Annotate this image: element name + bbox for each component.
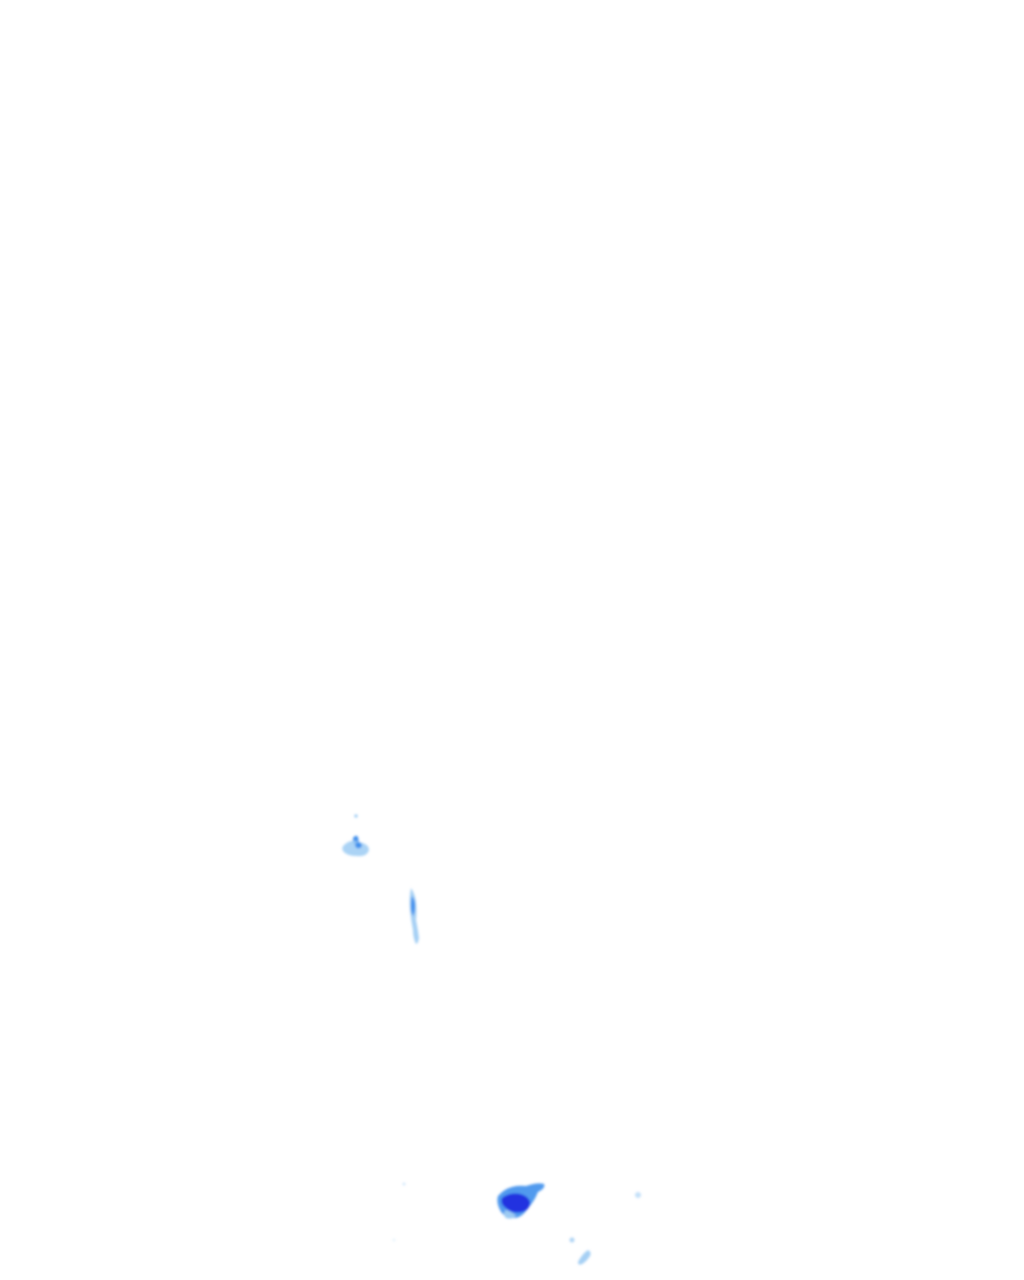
echo-cell-south <box>497 1183 545 1219</box>
echo-band-central <box>393 888 419 1241</box>
echo-cluster-west <box>342 814 369 857</box>
echo-fragment-southeast <box>569 1192 641 1265</box>
